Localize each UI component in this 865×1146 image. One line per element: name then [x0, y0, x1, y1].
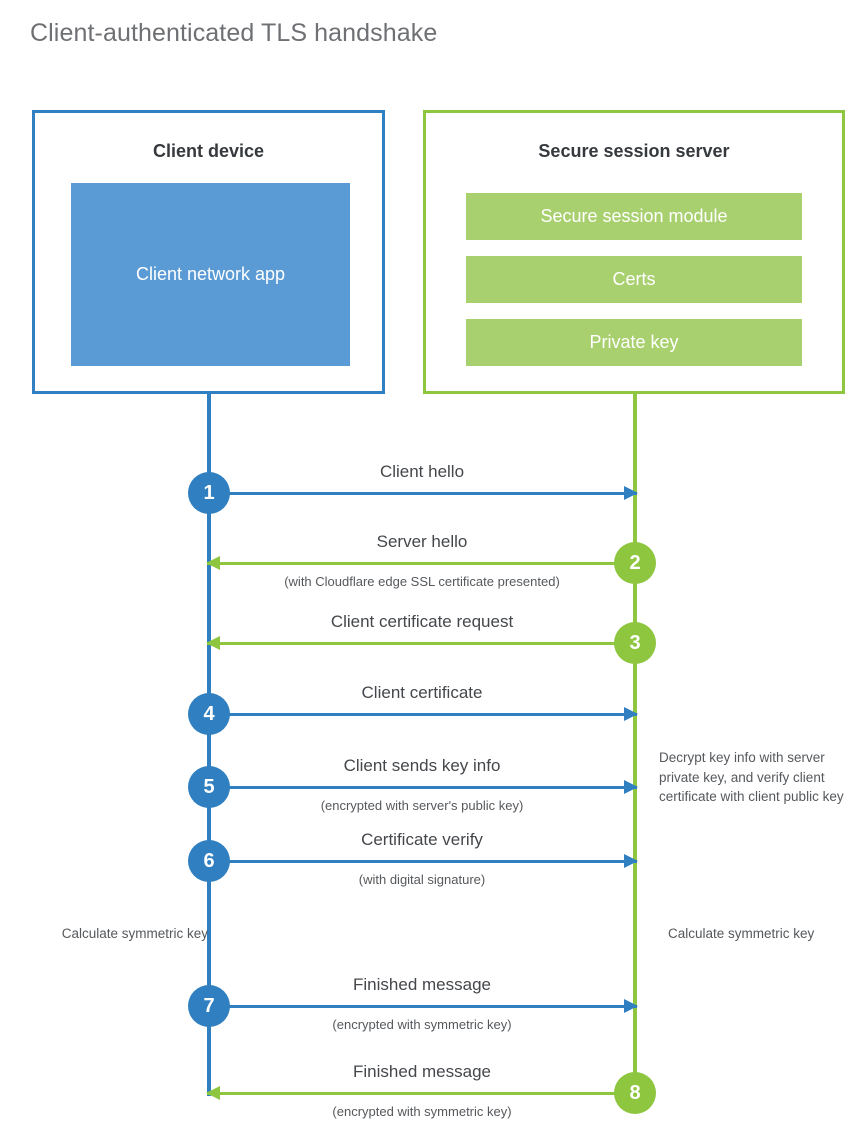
message-label-6: Certificate verify [361, 830, 483, 849]
server-lifeline [633, 393, 637, 1093]
message-line-5 [207, 786, 637, 789]
arrow-head-icon-8 [206, 1086, 220, 1100]
page-title: Client-authenticated TLS handshake [30, 19, 438, 47]
message-line-1 [207, 492, 637, 495]
message-line-2 [207, 562, 637, 565]
message-sublabel-2: (with Cloudflare edge SSL certificate pr… [284, 574, 560, 589]
step-circle-3[interactable]: 3 [614, 622, 656, 664]
client-lifeline [207, 393, 211, 1096]
step-circle-8[interactable]: 8 [614, 1072, 656, 1114]
message-sublabel-6: (with digital signature) [358, 872, 486, 887]
step-circle-5[interactable]: 5 [188, 766, 230, 808]
secure-session-server-title: Secure session server [538, 141, 730, 161]
message-label-7: Finished message [353, 975, 491, 994]
arrow-head-icon-5 [624, 780, 638, 794]
arrow-head-icon-7 [624, 999, 638, 1013]
arrow-head-icon-6 [624, 854, 638, 868]
arrow-head-icon-2 [206, 556, 220, 570]
secure-session-server-box: Secure session server Secure session mod… [423, 110, 845, 394]
step-circle-1[interactable]: 1 [188, 472, 230, 514]
arrow-head-icon-4 [624, 707, 638, 721]
step-circle-7[interactable]: 7 [188, 985, 230, 1027]
arrow-head-icon-1 [624, 486, 638, 500]
message-sublabel-5: (encrypted with server's public key) [320, 798, 524, 813]
message-sublabel-8: (encrypted with symmetric key) [332, 1104, 512, 1119]
calculate-symmetric-key-server-annotation: Calculate symmetric key [668, 926, 815, 941]
message-label-8: Finished message [353, 1062, 491, 1081]
step-circle-6[interactable]: 6 [188, 840, 230, 882]
secure-session-module-block: Secure session module [466, 193, 802, 240]
message-line-8 [207, 1092, 637, 1095]
calculate-symmetric-key-client-annotation: Calculate symmetric key [61, 926, 208, 941]
server-decrypt-annotation: Decrypt key info with server private key… [659, 750, 844, 805]
step-circle-2[interactable]: 2 [614, 542, 656, 584]
client-device-box: Client device Client network app [32, 110, 385, 394]
client-device-title: Client device [152, 141, 265, 161]
message-label-3: Client certificate request [330, 612, 514, 631]
message-line-7 [207, 1005, 637, 1008]
message-line-3 [207, 642, 637, 645]
message-label-5: Client sends key info [343, 756, 501, 775]
private-key-block: Private key [466, 319, 802, 366]
message-label-2: Server hello [376, 532, 468, 551]
client-network-app-block: Client network app [71, 183, 350, 366]
step-circle-4[interactable]: 4 [188, 693, 230, 735]
arrow-head-icon-3 [206, 636, 220, 650]
certs-block: Certs [466, 256, 802, 303]
message-line-6 [207, 860, 637, 863]
message-line-4 [207, 713, 637, 716]
message-label-1: Client hello [379, 462, 465, 481]
message-sublabel-7: (encrypted with symmetric key) [332, 1017, 512, 1032]
message-label-4: Client certificate [361, 683, 483, 702]
